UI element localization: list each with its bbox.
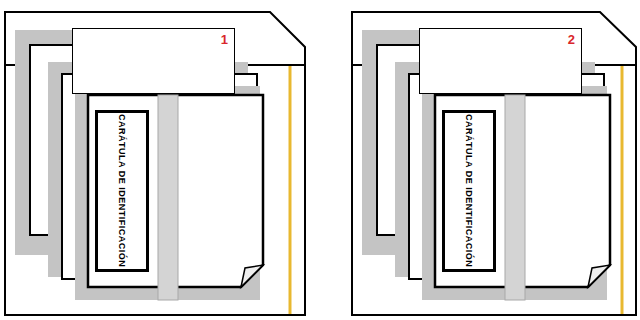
cover-label: CARÁTULA DE IDENTIFICACIÓN [95, 110, 149, 272]
folded-corner [241, 265, 263, 287]
folder-outline [5, 12, 305, 315]
folder-tab: 1 [72, 28, 235, 94]
folder-panel [5, 12, 305, 315]
tab-number: 2 [568, 33, 575, 47]
strap-band [158, 95, 178, 300]
cover-title: CARÁTULA DE IDENTIFICACIÓN [116, 114, 128, 267]
folder-outline [352, 12, 636, 315]
strap-band [505, 95, 525, 300]
folded-corner [588, 265, 610, 287]
cover-title: CARÁTULA DE IDENTIFICACIÓN [463, 114, 475, 267]
folder-tab: 2 [419, 28, 582, 94]
cover-label: CARÁTULA DE IDENTIFICACIÓN [442, 110, 496, 272]
tab-number: 1 [221, 33, 228, 47]
yellow-line [621, 66, 624, 314]
yellow-line [289, 66, 292, 314]
folder-panel [352, 12, 636, 315]
